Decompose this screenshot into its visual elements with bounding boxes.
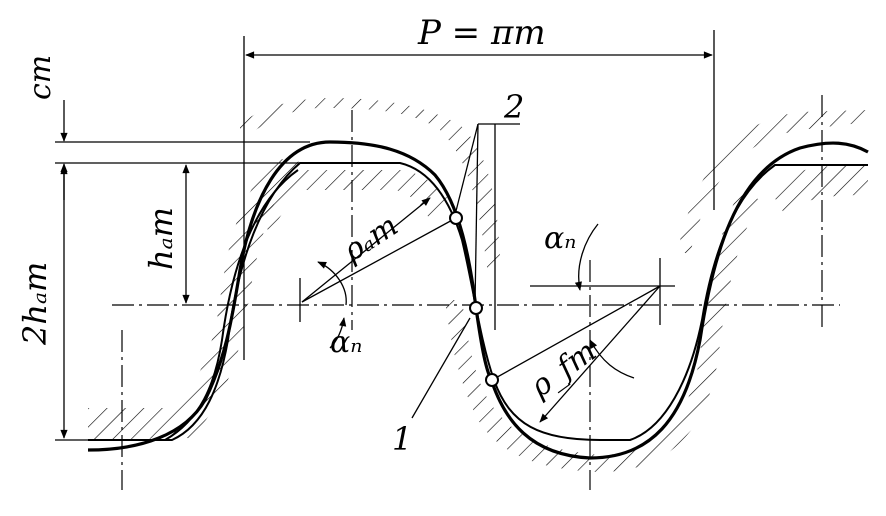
left-flank-hatching <box>88 158 300 440</box>
alpha-n-arc-upper <box>317 261 347 306</box>
two-ha-m-label: 2hₐm <box>16 262 54 346</box>
point-2-leader-diag-a <box>454 123 479 216</box>
valley-hatching <box>445 190 760 472</box>
point-2-marker-upper <box>449 211 463 225</box>
rho-f-radius-line <box>491 285 661 381</box>
upper-hatched-body <box>240 98 500 275</box>
pitch-label: P = πm <box>417 13 546 53</box>
alpha-n-arc-valley <box>574 223 599 291</box>
rho-f-radius-arrow <box>539 285 661 423</box>
rho-a-radius-line <box>301 217 457 303</box>
point-2-marker-lower <box>485 373 499 387</box>
upper-hatched-body-right <box>678 110 868 255</box>
rho-a-m-label: ρₐm <box>336 208 404 269</box>
central-top-hatching <box>255 170 452 232</box>
tooth-profile-inner <box>164 169 299 441</box>
alpha-n-label-right: αₙ <box>544 221 576 256</box>
point-2-label: 2 <box>503 88 524 126</box>
point-1-leader <box>411 317 471 419</box>
rho-f-m-label: ρ_fm <box>523 334 603 405</box>
alpha-n-arc-lower <box>329 317 347 349</box>
alpha-n-arc-valley-lower <box>589 339 635 379</box>
cm-label: cm <box>23 55 58 100</box>
point-1-marker <box>469 301 483 315</box>
point-2-leader-diag-b <box>474 123 479 306</box>
point-1-label: 1 <box>392 420 412 458</box>
rho-a-radius-arrow <box>301 197 431 303</box>
ha-m-label: hₐm <box>142 207 180 270</box>
alpha-n-label-left: αₙ <box>330 325 362 360</box>
right-top-hatching <box>770 165 868 215</box>
